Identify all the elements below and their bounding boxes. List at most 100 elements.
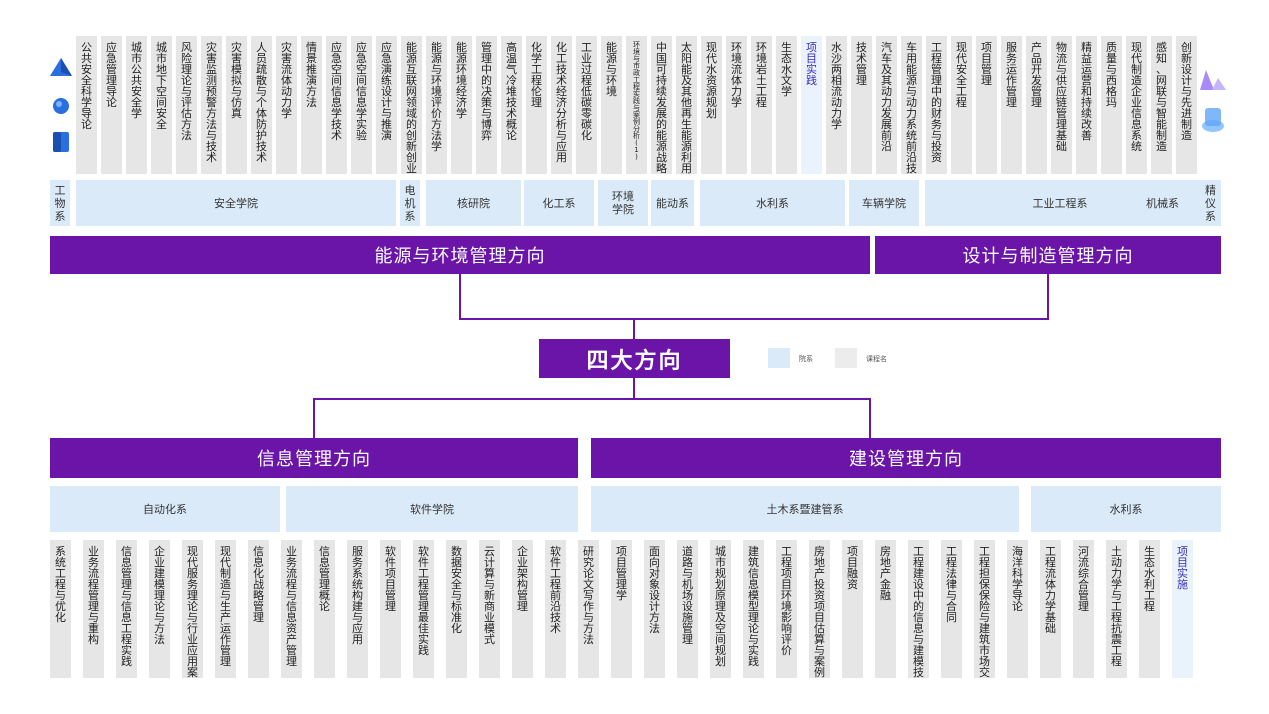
course-column: 工程流体力学基础 bbox=[1040, 540, 1061, 678]
course-column: 工程法律与合同 bbox=[941, 540, 962, 678]
cube-icon-stack-left bbox=[50, 58, 72, 152]
course-column: 人员疏散与个体防护技术 bbox=[251, 36, 272, 174]
course-column: 项目管理学 bbox=[611, 540, 632, 678]
course-column: 现代制造与生产运作管理 bbox=[215, 540, 236, 678]
course-column: 研究论文写作与方法 bbox=[578, 540, 599, 678]
course-column: 系统工程与优化 bbox=[50, 540, 71, 678]
direction-construction: 建设管理方向 bbox=[591, 438, 1221, 478]
department-bottom-0: 自动化系 bbox=[50, 486, 280, 532]
course-column: 精益运营和持续改善 bbox=[1076, 36, 1097, 174]
legend-label-department: 院系 bbox=[799, 355, 813, 363]
course-column: 现代制造企业信息系统 bbox=[1126, 36, 1147, 174]
course-column: 服务系统构建与应用 bbox=[347, 540, 368, 678]
course-column: 现代水资源规划 bbox=[701, 36, 722, 174]
course-column: 物流与供应链管理基础 bbox=[1051, 36, 1072, 174]
course-column: 面向对象设计方法 bbox=[644, 540, 665, 678]
course-column: 项目实施 bbox=[1172, 540, 1193, 678]
course-column: 工程管理中的财务与投资 bbox=[926, 36, 947, 174]
course-column: 技术管理 bbox=[851, 36, 872, 174]
course-column: 业务流程管理与重构 bbox=[83, 540, 104, 678]
course-column: 软件项目管理 bbox=[380, 540, 401, 678]
course-column: 产品开发管理 bbox=[1026, 36, 1047, 174]
course-column: 房地产投资项目估算与案例分析 bbox=[809, 540, 830, 678]
course-column: 项目实践 bbox=[801, 36, 822, 174]
course-column: 应急空间信息学技术 bbox=[326, 36, 347, 174]
department-2: 电机系 bbox=[400, 180, 420, 226]
course-column: 灾害模拟与仿真 bbox=[226, 36, 247, 174]
course-column: 生态水利工程 bbox=[1139, 540, 1160, 678]
course-column: 太阳能及其他再生能源利用技术 bbox=[676, 36, 697, 174]
course-column: 现代安全工程 bbox=[951, 36, 972, 174]
course-column: 管理中的决策与博弈 bbox=[476, 36, 497, 174]
course-column: 数据安全与标准化 bbox=[446, 540, 467, 678]
course-column: 云计算与新商业模式 bbox=[479, 540, 500, 678]
course-column: 质量与西格玛 bbox=[1101, 36, 1122, 174]
course-column: 环境与市政工程实践与案例分析(1) bbox=[626, 36, 647, 174]
course-column: 汽车及其动力发展前沿 bbox=[876, 36, 897, 174]
course-column: 风险理论与评估方法 bbox=[176, 36, 197, 174]
connector-line bbox=[1047, 274, 1049, 320]
course-column: 高温气冷堆技术概论 bbox=[501, 36, 522, 174]
course-column: 应急管理导论 bbox=[101, 36, 122, 174]
course-column: 服务运作管理 bbox=[1001, 36, 1022, 174]
course-column: 业务流程与信息资产管理 bbox=[281, 540, 302, 678]
course-column: 工程担保保险与建筑市场交易 bbox=[974, 540, 995, 678]
course-column: 中国可持续发展的能源战略 bbox=[651, 36, 672, 174]
course-column: 能源环境经济学 bbox=[451, 36, 472, 174]
course-column: 化工技术经济分析与应用 bbox=[551, 36, 572, 174]
connector-line bbox=[869, 398, 871, 438]
connector-line bbox=[459, 274, 461, 320]
course-column: 应急演练设计与推演 bbox=[376, 36, 397, 174]
course-column: 能源与环境评价方法学 bbox=[426, 36, 447, 174]
course-column: 建筑信息模型理论与实践 bbox=[743, 540, 764, 678]
course-column: 工程建设中的信息与建模技术 bbox=[908, 540, 929, 678]
course-column: 能源与环境 bbox=[601, 36, 622, 174]
course-column: 河流综合管理 bbox=[1073, 540, 1094, 678]
course-column: 公共安全科学导论 bbox=[76, 36, 97, 174]
course-column: 企业建模理论与方法 bbox=[149, 540, 170, 678]
course-column: 灾害流体动力学 bbox=[276, 36, 297, 174]
legend-label-course: 课程名 bbox=[866, 355, 887, 363]
course-column: 软件工程管理最佳实践 bbox=[413, 540, 434, 678]
department-bottom-3: 水利系 bbox=[1031, 486, 1221, 532]
course-column: 信息化战略管理 bbox=[248, 540, 269, 678]
direction-info: 信息管理方向 bbox=[50, 438, 578, 478]
legend-swatch-department bbox=[768, 348, 790, 368]
course-column: 水沙两相流动力学 bbox=[826, 36, 847, 174]
department-bottom-2: 土木系暨建管系 bbox=[591, 486, 1019, 532]
course-column: 灾害监测预警方法与技术 bbox=[201, 36, 222, 174]
course-column: 城市地下空间安全 bbox=[151, 36, 172, 174]
course-column: 车用能源与动力系统前沿技术基础 bbox=[901, 36, 922, 174]
connector-line bbox=[459, 318, 1049, 320]
department-0: 工物系 bbox=[50, 180, 70, 226]
course-column: 企业架构管理 bbox=[512, 540, 533, 678]
department-11: 精仪系 bbox=[1200, 180, 1221, 226]
connector-line bbox=[313, 398, 871, 400]
course-column: 房地产金融 bbox=[875, 540, 896, 678]
course-column: 环境流体力学 bbox=[726, 36, 747, 174]
connector-line bbox=[633, 377, 635, 399]
legend-swatch-course bbox=[835, 348, 857, 368]
department-bottom-1: 软件学院 bbox=[286, 486, 578, 532]
course-column: 情景推演方法 bbox=[301, 36, 322, 174]
course-column: 项目融资 bbox=[842, 540, 863, 678]
course-column: 应急空间信息学实验 bbox=[351, 36, 372, 174]
course-column: 土动力学与工程抗震工程 bbox=[1106, 540, 1127, 678]
course-column: 信息管理概论 bbox=[314, 540, 335, 678]
course-column: 现代服务理论与行业应用案例 bbox=[182, 540, 203, 678]
department-10: 机械系 bbox=[1125, 180, 1200, 226]
course-column: 软件工程前沿技术 bbox=[545, 540, 566, 678]
course-column: 项目管理 bbox=[976, 36, 997, 174]
department-4: 化工系 bbox=[524, 180, 594, 226]
course-column: 环境岩土工程 bbox=[751, 36, 772, 174]
course-column: 城市规划原理及空间规划 bbox=[710, 540, 731, 678]
department-5: 环境学院 bbox=[598, 180, 648, 226]
course-column: 信息管理与信息工程实践 bbox=[116, 540, 137, 678]
department-1: 安全学院 bbox=[76, 180, 396, 226]
course-column: 创新设计与先进制造 bbox=[1176, 36, 1197, 174]
course-column: 感知、网联与智能制造 bbox=[1151, 36, 1172, 174]
course-column: 海洋科学导论 bbox=[1007, 540, 1028, 678]
department-8: 车辆学院 bbox=[849, 180, 919, 226]
department-6: 能动系 bbox=[651, 180, 694, 226]
